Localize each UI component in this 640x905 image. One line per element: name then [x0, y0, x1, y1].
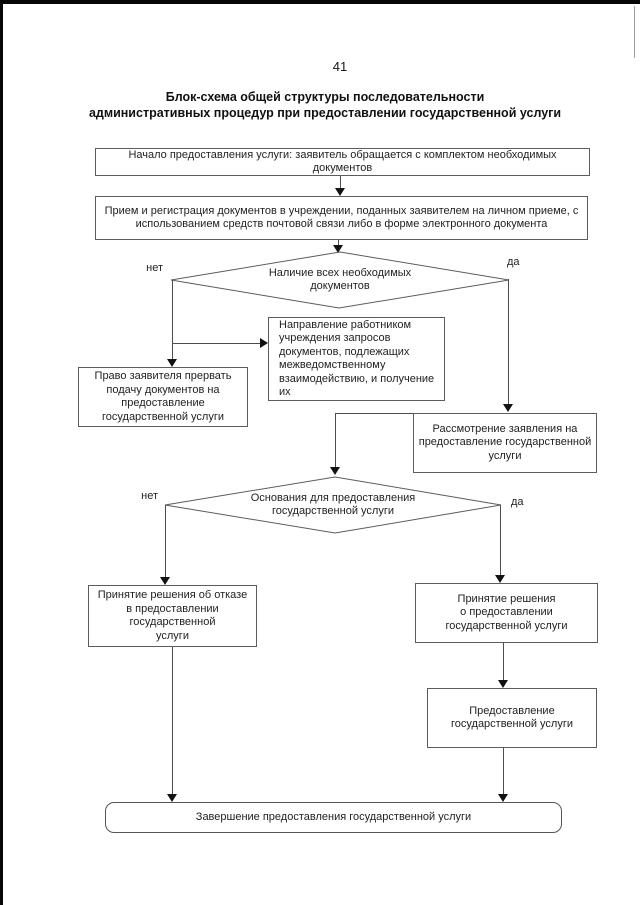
flow-node-consideration: Рассмотрение заявления на предоставление… — [413, 413, 597, 473]
arrowhead-right-icon — [260, 338, 268, 348]
connector-line — [503, 748, 504, 794]
diamond-shape — [164, 476, 502, 534]
page-title: Блок-схема общей структуры последователь… — [88, 90, 562, 120]
arrowhead-down-icon — [160, 577, 170, 585]
flow-node-request: Направление работником учреждения запрос… — [268, 317, 445, 401]
scan-top-bar — [0, 0, 640, 4]
branch-label-yes: да — [511, 496, 524, 508]
diamond-shape — [170, 251, 510, 309]
connector-line — [340, 176, 341, 189]
arrowhead-down-icon — [330, 467, 340, 475]
flow-node-interrupt: Право заявителя прервать подачу документ… — [78, 367, 248, 427]
flow-node-reception: Прием и регистрация документов в учрежде… — [95, 196, 588, 240]
arrowhead-down-icon — [495, 575, 505, 583]
connector-line — [335, 413, 413, 414]
branch-label-no: нет — [141, 490, 158, 502]
arrowhead-down-icon — [498, 794, 508, 802]
scan-right-edge-mark — [634, 6, 635, 58]
arrowhead-down-icon — [335, 188, 345, 196]
arrowhead-down-icon — [167, 359, 177, 367]
connector-line — [172, 343, 260, 344]
decision-text: Основания для предоставления государстве… — [250, 491, 416, 518]
flow-node-refuse: Принятие решения об отказе в предоставле… — [88, 585, 257, 647]
connector-line — [338, 240, 339, 246]
flow-node-finish: Завершение предоставления государственно… — [105, 802, 562, 833]
arrowhead-down-icon — [498, 680, 508, 688]
arrowhead-down-icon — [167, 794, 177, 802]
arrowhead-down-icon — [503, 404, 513, 412]
branch-label-yes: да — [507, 256, 520, 268]
connector-line — [172, 647, 173, 794]
connector-line — [335, 413, 336, 467]
flow-decision-has-docs: Наличие всех необходимых документов — [170, 251, 510, 309]
flow-node-approve: Принятие решения о предоставлении госуда… — [415, 583, 598, 643]
flow-decision-grounds: Основания для предоставления государстве… — [163, 475, 503, 535]
arrowhead-down-icon — [333, 245, 343, 253]
connector-line — [165, 505, 166, 577]
connector-line — [503, 643, 504, 680]
flow-node-start: Начало предоставления услуги: заявитель … — [95, 148, 590, 176]
connector-line — [508, 279, 509, 404]
flow-node-provide: Предоставление государственной услуги — [427, 688, 597, 748]
page-number: 41 — [332, 59, 348, 74]
decision-text: Наличие всех необходимых документов — [268, 266, 412, 293]
branch-label-no: нет — [146, 262, 163, 274]
scan-left-bar — [0, 0, 3, 905]
connector-line — [500, 505, 501, 575]
connector-line — [172, 280, 173, 359]
